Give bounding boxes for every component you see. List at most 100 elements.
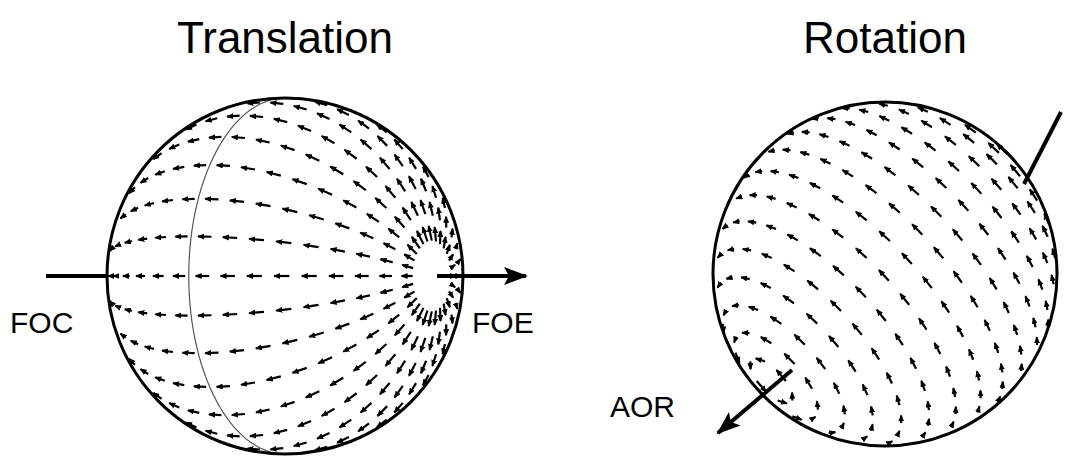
flow-arrow xyxy=(784,354,794,364)
flow-arrow xyxy=(343,200,356,207)
flow-arrow xyxy=(1042,226,1047,237)
flow-arrow xyxy=(871,424,873,430)
flow-arrow xyxy=(380,158,390,169)
flow-arrow xyxy=(317,113,329,119)
flow-arrow xyxy=(887,373,892,384)
flow-arrow xyxy=(194,385,206,388)
flow-arrow xyxy=(384,303,396,309)
flow-arrow xyxy=(361,403,372,413)
panel-title: Translation xyxy=(177,14,393,62)
flow-arrow xyxy=(140,369,148,374)
flow-arrow xyxy=(230,200,244,202)
flow-arrow xyxy=(450,265,455,268)
flow-arrow xyxy=(304,245,319,247)
flow-arrow xyxy=(897,431,900,436)
flow-arrow xyxy=(843,170,854,176)
flow-arrow xyxy=(969,156,980,166)
flow-arrow xyxy=(360,314,373,320)
flow-arrow xyxy=(889,203,900,212)
flow-arrow xyxy=(408,245,417,254)
flow-arrow xyxy=(438,332,440,345)
flow-arrow xyxy=(832,229,843,237)
flow-arrow xyxy=(439,231,442,244)
flow-arrow xyxy=(862,436,867,439)
flow-arrow xyxy=(217,385,230,388)
flow-arrow xyxy=(155,171,164,174)
flow-arrow xyxy=(404,254,414,260)
flow-arrow xyxy=(946,367,950,377)
flow-arrow xyxy=(856,212,867,221)
flow-arrow xyxy=(294,106,307,110)
flow-arrow xyxy=(807,281,818,290)
flow-arrow xyxy=(1027,256,1033,267)
flow-arrow xyxy=(456,243,458,249)
flow-arrow xyxy=(742,332,749,334)
flow-arrow xyxy=(423,310,428,324)
flow-arrow xyxy=(322,136,335,143)
flow-arrow xyxy=(971,296,978,307)
flow-arrow xyxy=(834,383,839,394)
flow-arrow xyxy=(726,277,732,279)
flow-arrow xyxy=(728,249,734,250)
flow-arrow xyxy=(1025,296,1029,306)
flow-arrow xyxy=(879,116,889,121)
flow-arrow xyxy=(922,432,925,437)
flow-arrow xyxy=(783,296,794,304)
flow-arrow xyxy=(404,291,414,297)
flow-arrow xyxy=(787,203,797,208)
flow-arrow xyxy=(1036,337,1038,345)
flow-arrow xyxy=(889,142,900,149)
flow-arrow xyxy=(173,167,184,169)
flow-arrow xyxy=(281,402,295,407)
flow-arrow xyxy=(895,334,903,345)
flow-arrow xyxy=(866,185,877,193)
flow-arrow xyxy=(877,310,886,321)
flow-arrow xyxy=(444,304,446,315)
flow-arrow xyxy=(447,245,450,254)
flow-arrow xyxy=(761,283,771,288)
flow-arrow xyxy=(340,125,352,133)
flow-arrow xyxy=(762,254,772,258)
flow-arrow xyxy=(430,202,433,216)
flow-arrow xyxy=(973,254,981,265)
flow-arrow xyxy=(270,103,283,104)
flow-arrow xyxy=(188,410,199,413)
flow-arrow xyxy=(173,275,185,277)
flow-arrow xyxy=(420,338,425,352)
flow-arrow xyxy=(862,152,873,158)
flow-arrow xyxy=(306,155,320,161)
flow-arrow xyxy=(885,167,896,175)
flow-arrow xyxy=(206,431,218,434)
flow-arrow xyxy=(293,179,307,184)
flow-arrow xyxy=(169,145,179,149)
flow-arrow xyxy=(403,208,411,221)
flow-arrow xyxy=(900,294,909,305)
flow-arrow xyxy=(397,179,405,192)
flow-arrow xyxy=(249,312,264,313)
flow-arrow xyxy=(761,337,772,343)
flow-arrow xyxy=(138,239,147,240)
flow-arrow xyxy=(131,341,138,344)
flow-arrow xyxy=(267,376,281,380)
flow-arrow xyxy=(953,229,962,240)
flow-arrow xyxy=(274,275,289,277)
flow-arrow xyxy=(449,254,453,260)
flow-arrow xyxy=(227,115,239,118)
flow-arrow xyxy=(821,159,831,164)
flow-arrow xyxy=(302,275,317,277)
flow-arrow xyxy=(456,303,458,309)
flow-arrow xyxy=(856,248,867,258)
flow-arrow xyxy=(1012,203,1020,214)
translation-axis xyxy=(437,274,526,278)
flow-arrow xyxy=(1020,346,1021,355)
flow-arrow xyxy=(356,254,369,257)
flow-arrow xyxy=(800,152,809,155)
flow-arrow xyxy=(281,146,295,151)
flow-arrow xyxy=(173,383,184,385)
flow-arrow xyxy=(379,275,391,277)
flow-arrow xyxy=(283,209,298,212)
flow-arrow xyxy=(188,139,199,142)
flow-arrow xyxy=(155,377,164,380)
flow-arrow xyxy=(435,310,436,324)
